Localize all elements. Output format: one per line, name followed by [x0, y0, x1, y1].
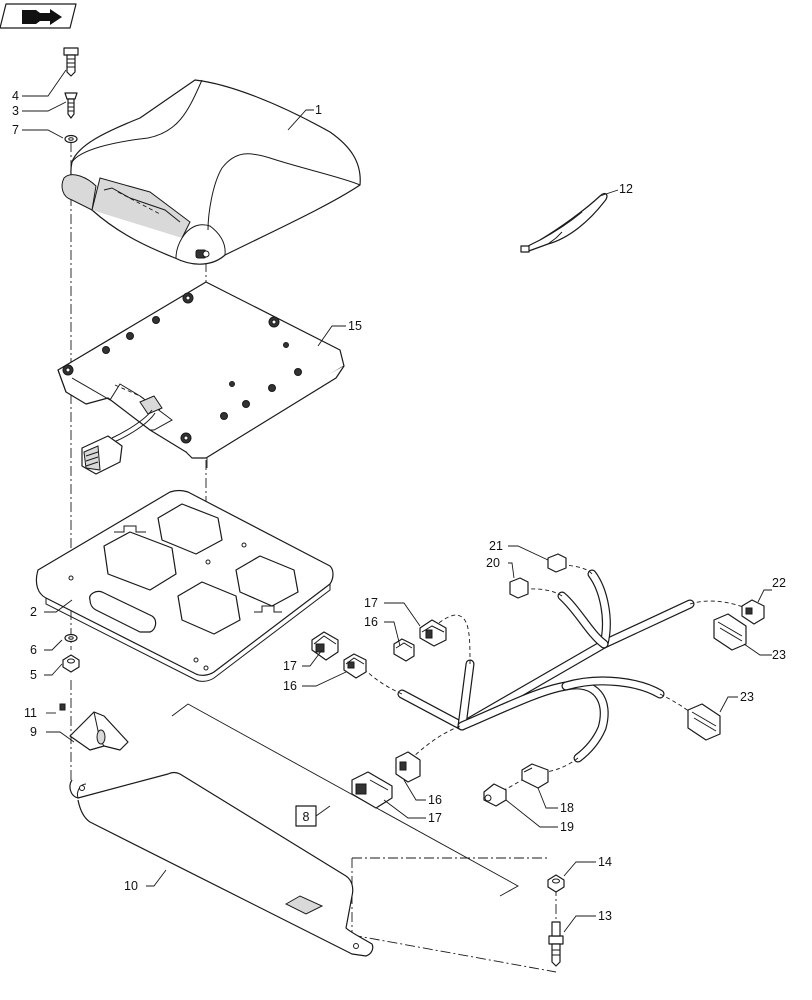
- callout-12: 12: [619, 182, 633, 196]
- part-16-connector-lower[interactable]: [395, 751, 421, 783]
- part-17-connector-left[interactable]: [311, 631, 339, 661]
- part-17-connector-lower[interactable]: [351, 771, 393, 809]
- callout-23-upper: 23: [772, 648, 786, 662]
- callout-3: 3: [12, 104, 19, 118]
- reference-box-8[interactable]: 8: [295, 805, 331, 827]
- callout-5: 5: [30, 668, 37, 682]
- callout-16-upper: 16: [364, 615, 378, 629]
- callout-1: 1: [315, 103, 322, 117]
- callout-21: 21: [489, 539, 503, 553]
- part-23-connector-upper[interactable]: [713, 613, 747, 651]
- part-6-washer[interactable]: [64, 633, 78, 643]
- part-18-plug[interactable]: [521, 763, 549, 789]
- part-23-connector-lower[interactable]: [687, 703, 721, 741]
- part-13-bolt[interactable]: [548, 921, 564, 967]
- part-1-cover-housing[interactable]: [61, 79, 361, 265]
- callout-7: 7: [12, 123, 19, 137]
- callout-10: 10: [124, 879, 138, 893]
- part-15-mounting-base[interactable]: [57, 281, 345, 475]
- callout-22: 22: [772, 576, 786, 590]
- part-9-clip[interactable]: [69, 711, 129, 751]
- part-10-bottom-cover[interactable]: [69, 771, 374, 957]
- back-page-arrow-icon[interactable]: [0, 3, 77, 29]
- callout-15: 15: [348, 319, 362, 333]
- part-12-cable-tie[interactable]: [520, 192, 608, 253]
- callout-16-lower: 16: [428, 793, 442, 807]
- callout-numbers: 4 3 7 1 12 15 21 20 22 17 16 2 6 23 17 5…: [12, 89, 786, 923]
- callout-13: 13: [598, 909, 612, 923]
- part-20-cap[interactable]: [509, 577, 529, 599]
- callout-23-lower: 23: [740, 690, 754, 704]
- part-19-receptacle[interactable]: [483, 783, 507, 807]
- part-11-pin[interactable]: [59, 703, 66, 711]
- callout-17-upper: 17: [364, 596, 378, 610]
- part-16-connector-left[interactable]: [343, 653, 367, 679]
- reference-box-label: 8: [303, 810, 310, 824]
- callout-14: 14: [598, 855, 612, 869]
- part-5-nut[interactable]: [62, 654, 80, 673]
- part-21-cap[interactable]: [547, 553, 567, 573]
- part-2-mounting-plate[interactable]: [35, 489, 334, 682]
- callout-19: 19: [560, 820, 574, 834]
- callout-leader-lines: [22, 69, 772, 933]
- part-4-bolt[interactable]: [63, 47, 79, 77]
- callout-18: 18: [560, 801, 574, 815]
- callout-16-left: 16: [283, 679, 297, 693]
- callout-11: 11: [24, 706, 37, 720]
- part-3-screw[interactable]: [64, 92, 78, 119]
- callout-6: 6: [30, 643, 37, 657]
- callout-2: 2: [30, 605, 37, 619]
- callout-9: 9: [30, 725, 37, 739]
- part-16-connector-upper[interactable]: [393, 638, 415, 662]
- part-22-connector[interactable]: [741, 599, 765, 625]
- callout-20: 20: [486, 556, 500, 570]
- part-17-connector-upper[interactable]: [419, 619, 447, 647]
- callout-17-lower: 17: [428, 811, 442, 825]
- part-14-nut[interactable]: [547, 874, 565, 893]
- callout-17-left: 17: [283, 659, 297, 673]
- callout-4: 4: [12, 89, 19, 103]
- wire-harness-main[interactable]: [397, 569, 695, 763]
- part-7-washer[interactable]: [64, 134, 78, 144]
